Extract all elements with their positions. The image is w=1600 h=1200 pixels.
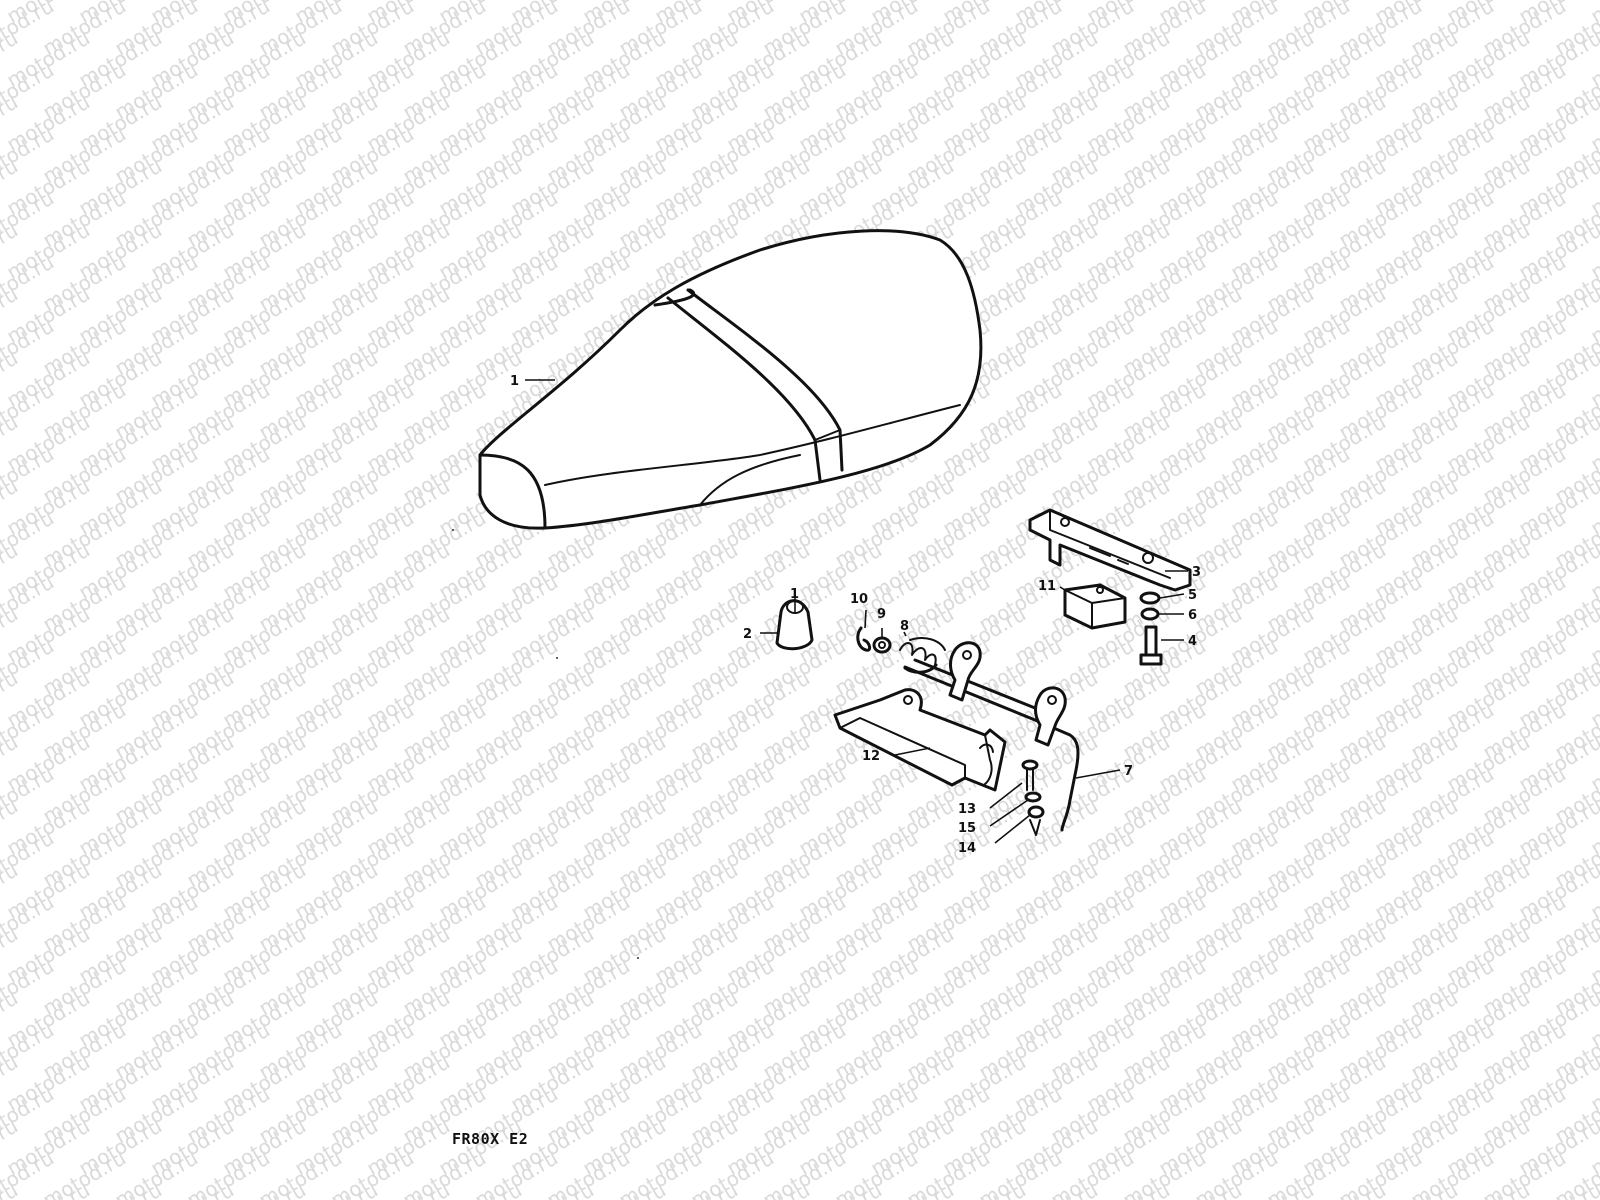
hinge-bracket <box>1028 508 1192 592</box>
callout-13: 13 <box>958 802 976 817</box>
lock-bracket <box>833 688 1007 792</box>
callout-4: 4 <box>1188 634 1197 649</box>
scan-dot <box>556 657 558 659</box>
callout-12: 12 <box>862 749 880 764</box>
washer-9 <box>872 636 892 654</box>
callout-1-cushion: 1 <box>790 587 799 602</box>
scan-dot <box>452 529 454 531</box>
seat <box>478 229 983 530</box>
callout-2: 2 <box>743 627 752 642</box>
callout-5: 5 <box>1188 588 1197 603</box>
callout-11: 11 <box>1038 579 1056 594</box>
rubber-cushion <box>775 599 814 651</box>
washer-6 <box>1140 607 1160 621</box>
callout-1: 1 <box>510 374 519 389</box>
callout-10: 10 <box>850 592 868 607</box>
washer-14 <box>1027 805 1045 836</box>
callout-14: 14 <box>958 841 976 856</box>
leader-lines <box>525 379 1188 844</box>
bolt-4 <box>1139 625 1163 666</box>
washer-5 <box>1139 591 1161 605</box>
callout-7: 7 <box>1124 764 1133 779</box>
callout-3: 3 <box>1192 565 1201 580</box>
washer-15 <box>1024 791 1042 803</box>
rubber-block <box>1063 583 1127 630</box>
model-code: FR80X E2 <box>452 1130 529 1148</box>
clip-10 <box>856 626 872 652</box>
bolt-13 <box>1021 759 1039 791</box>
callout-6: 6 <box>1188 608 1197 623</box>
callout-9: 9 <box>877 607 886 622</box>
hinge-rod <box>903 641 1080 832</box>
callout-labels: 1 1 2 3 4 5 6 7 8 9 10 11 12 13 15 14 <box>510 374 1201 856</box>
callout-8: 8 <box>900 619 909 634</box>
scan-dot <box>637 957 639 959</box>
callout-15: 15 <box>958 821 976 836</box>
